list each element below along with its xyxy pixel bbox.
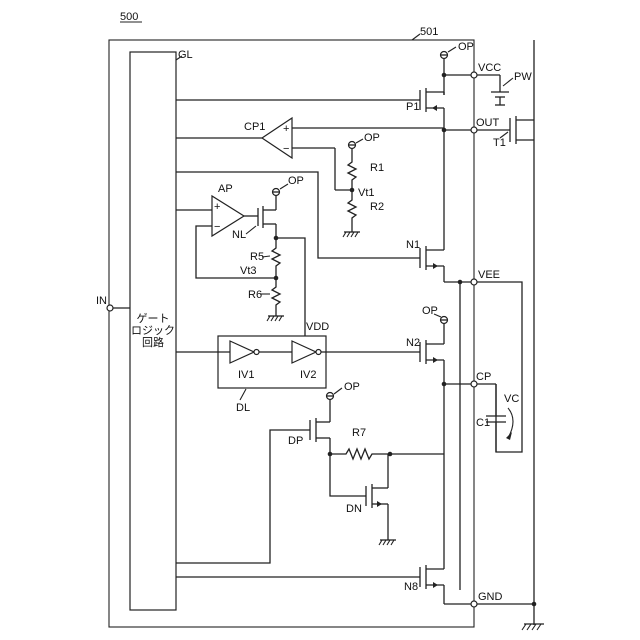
vcc-terminal: [471, 72, 477, 78]
op-label-2: OP: [364, 132, 380, 144]
p1-label: P1: [406, 101, 419, 113]
dl-label: DL: [236, 402, 250, 414]
nl-label: NL: [232, 229, 246, 241]
cp-label: CP: [476, 371, 491, 383]
gnd-label: GND: [478, 591, 503, 603]
gate-logic-label-3: 回路: [142, 336, 164, 349]
out-label: OUT: [476, 117, 500, 129]
op-label-3: OP: [288, 175, 304, 187]
in-terminal: [107, 305, 113, 311]
ap-minus: −: [214, 221, 220, 233]
vee-label: VEE: [478, 269, 500, 281]
gnd-terminal: [471, 601, 477, 607]
gate-logic-label-1: ゲート: [137, 312, 170, 325]
cp1-plus: +: [283, 123, 289, 135]
c1-label: C1: [476, 417, 490, 429]
vt1-label: Vt1: [358, 187, 375, 199]
op-label-5: OP: [344, 381, 360, 393]
vee-terminal: [471, 279, 477, 285]
ap-plus: +: [214, 201, 220, 213]
r1-label: R1: [370, 162, 384, 174]
n1-label: N1: [406, 239, 420, 251]
gate-logic-ref: GL: [178, 49, 193, 61]
r6-label: R6: [248, 289, 262, 301]
gate-logic-label-2: ロジック: [131, 324, 175, 337]
iv2-label: IV2: [300, 369, 317, 381]
vc-label: VC: [504, 393, 519, 405]
n2-label: N2: [406, 337, 420, 349]
r7-label: R7: [352, 427, 366, 439]
r5-label: R5: [250, 251, 264, 263]
figure-number: 500: [120, 11, 138, 23]
dp-label: DP: [288, 435, 303, 447]
cp1-minus: −: [283, 143, 289, 155]
vt3-label: Vt3: [240, 265, 257, 277]
vdd-label: VDD: [306, 321, 329, 333]
dn-label: DN: [346, 503, 362, 515]
ap-label: AP: [218, 183, 233, 195]
iv1-label: IV1: [238, 369, 255, 381]
cp1-label: CP1: [244, 121, 265, 133]
t1-label: T1: [493, 137, 506, 149]
vcc-label: VCC: [478, 62, 501, 74]
pw-label: PW: [514, 71, 532, 83]
outline-ref: 501: [420, 26, 438, 38]
op-label-1: OP: [458, 41, 474, 53]
n8-label: N8: [404, 581, 418, 593]
r2-label: R2: [370, 201, 384, 213]
in-label: IN: [96, 295, 107, 307]
